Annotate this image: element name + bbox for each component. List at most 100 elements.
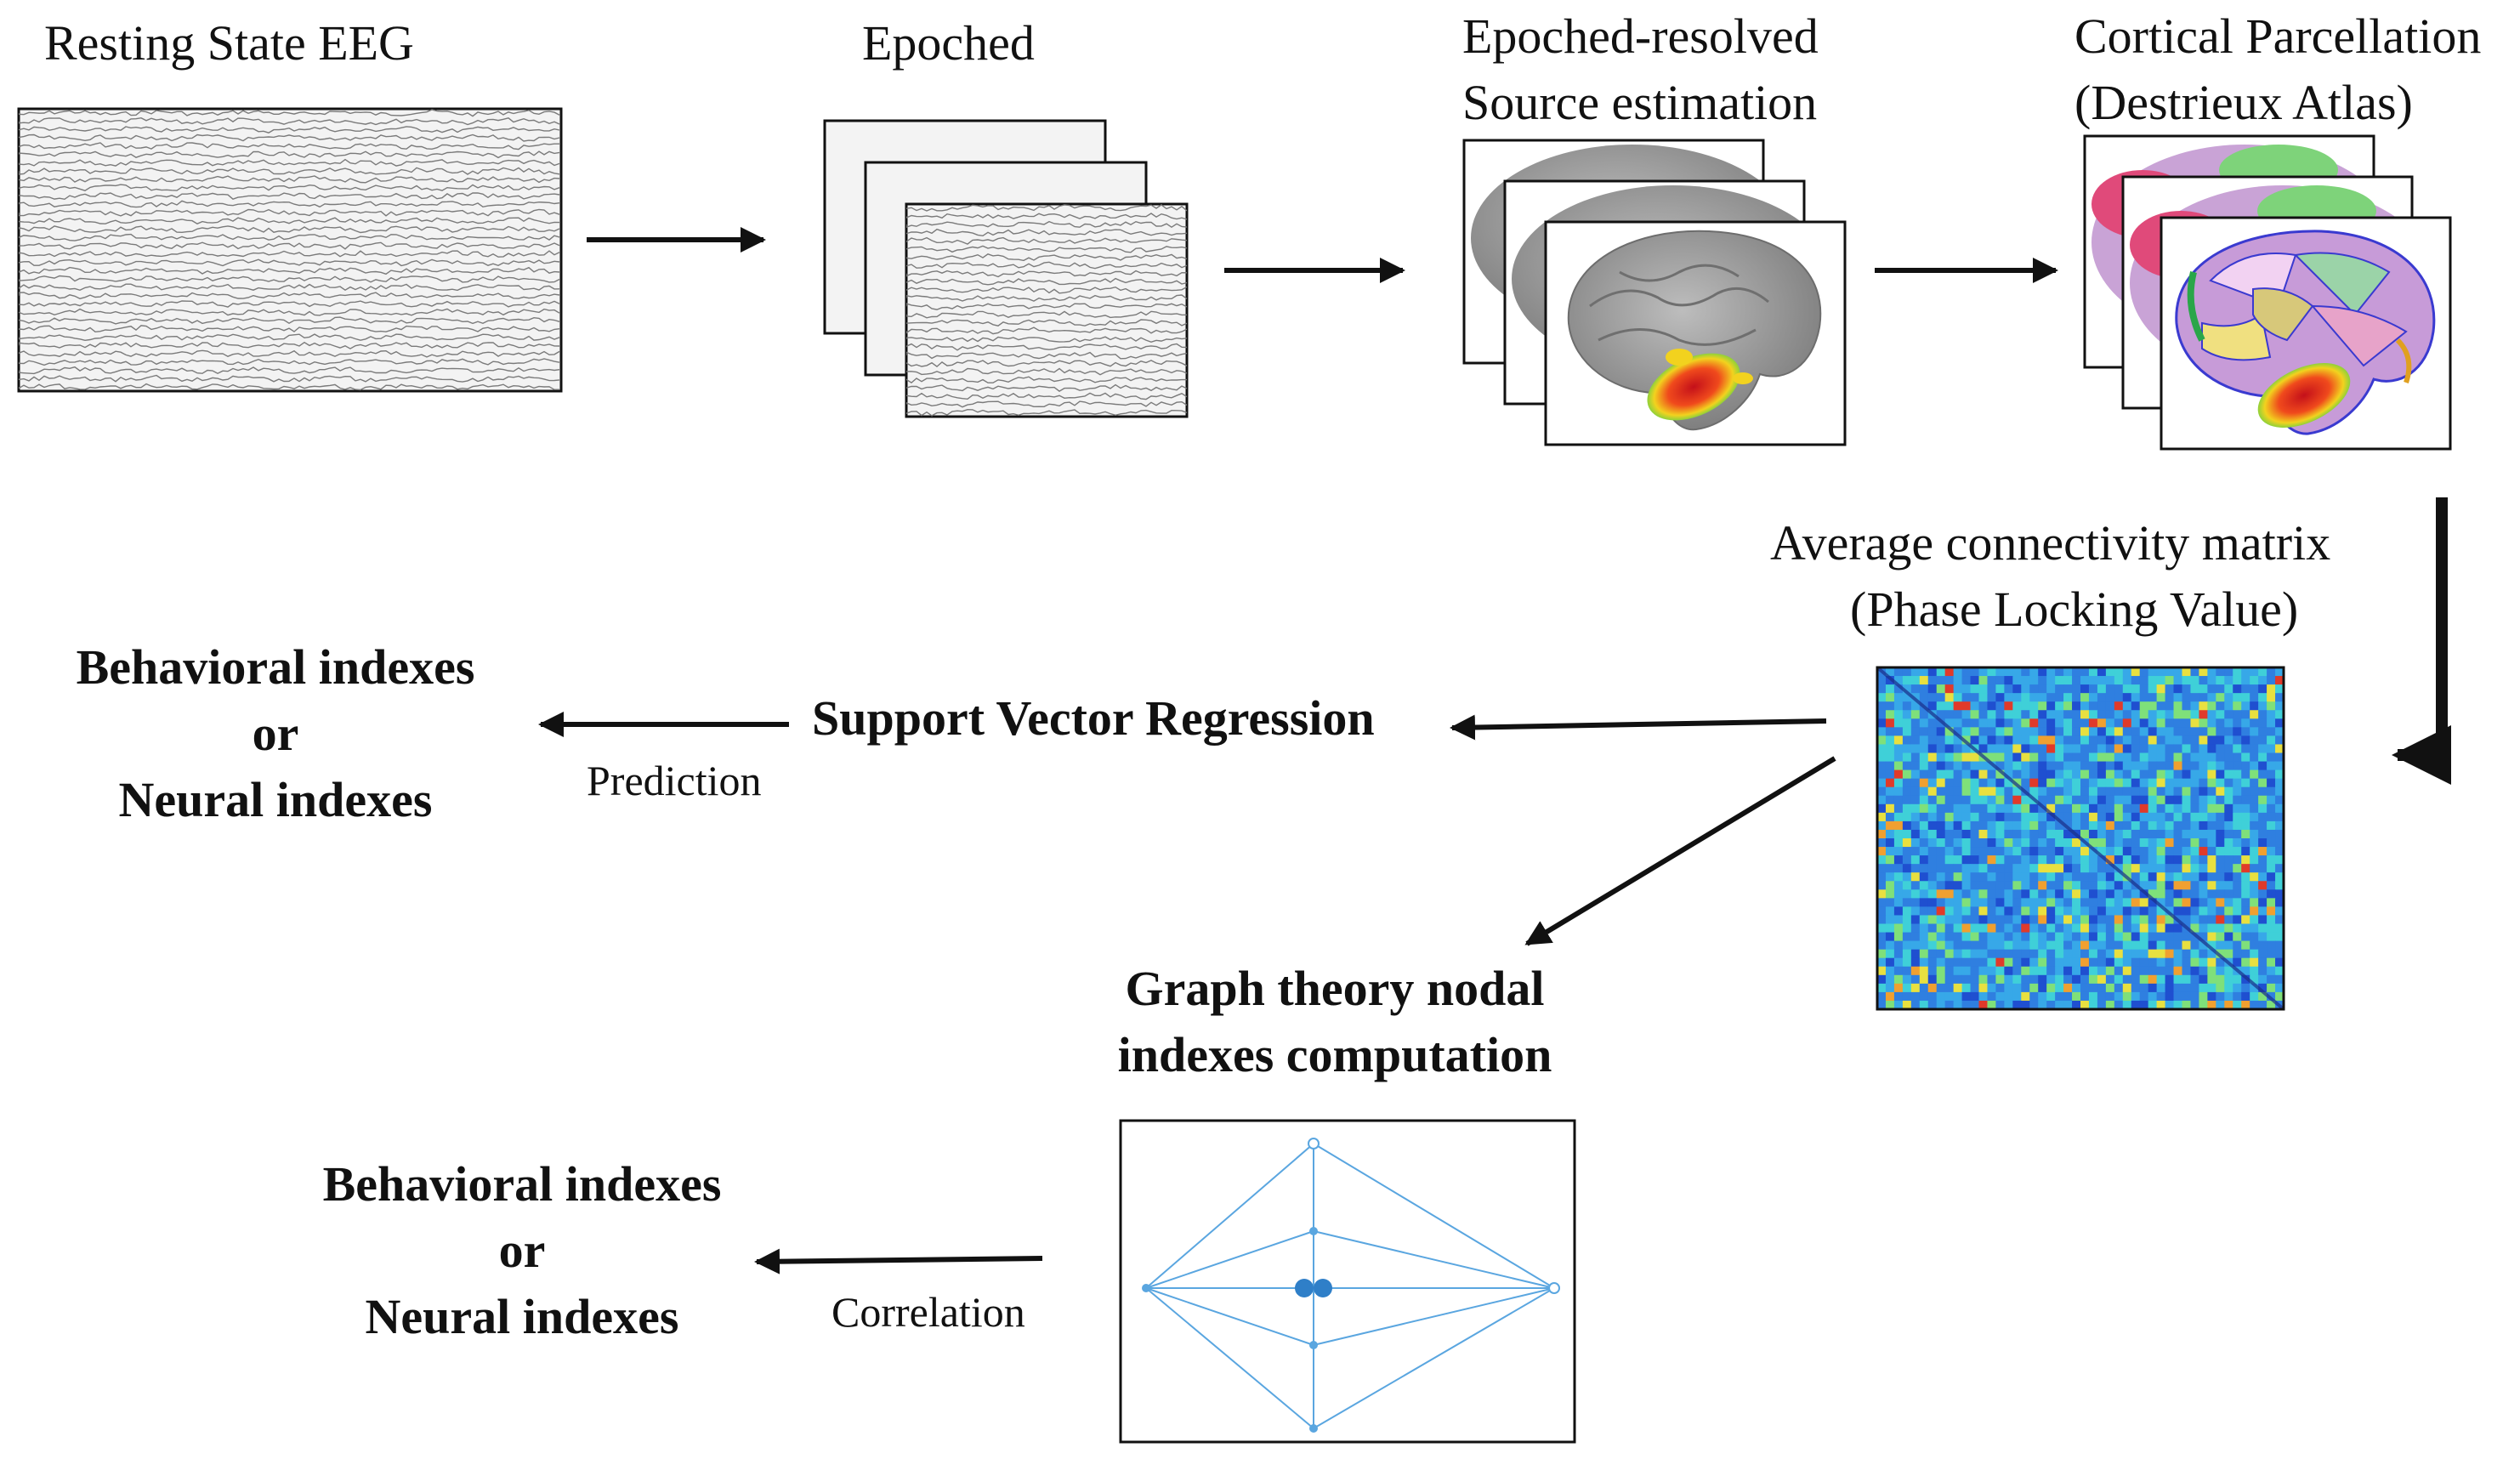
matrix-cell <box>1885 727 1895 736</box>
matrix-cell <box>2250 812 2259 822</box>
matrix-cell <box>2029 864 2039 873</box>
matrix-cell <box>1961 974 1972 985</box>
matrix-cell <box>1953 855 1963 865</box>
matrix-cell <box>2114 701 2124 711</box>
matrix-cell <box>2216 864 2225 873</box>
matrix-cell <box>2199 769 2208 780</box>
matrix-cell <box>2139 974 2149 985</box>
matrix-cell <box>2156 710 2166 719</box>
matrix-cell <box>2173 693 2182 702</box>
matrix-cell <box>2114 667 2124 677</box>
epoched-label: Epoched <box>862 15 1035 71</box>
matrix-cell <box>2029 932 2039 942</box>
matrix-cell <box>2088 761 2098 771</box>
matrix-cell <box>2021 983 2030 993</box>
matrix-cell <box>1919 727 1929 736</box>
matrix-cell <box>2122 932 2132 942</box>
matrix-cell <box>2207 820 2216 831</box>
matrix-cell <box>1936 923 1946 934</box>
matrix-cell <box>2165 710 2175 719</box>
matrix-cell <box>1936 761 1946 771</box>
matrix-cell <box>2165 701 2175 711</box>
matrix-cell <box>1978 838 1988 848</box>
matrix-cell <box>2190 684 2199 694</box>
matrix-cell <box>2258 872 2267 882</box>
matrix-cell <box>2012 864 2022 873</box>
matrix-cell <box>2139 676 2149 685</box>
matrix-cell <box>2224 769 2233 780</box>
matrix-cell <box>2080 769 2090 780</box>
matrix-cell <box>1936 991 1946 1002</box>
matrix-cell <box>1944 881 1955 890</box>
matrix-cell <box>2055 889 2064 899</box>
matrix-cell <box>2046 693 2056 702</box>
matrix-cell <box>1953 718 1963 728</box>
matrix-cell <box>2199 898 2208 907</box>
matrix-cell <box>2182 676 2191 685</box>
matrix-cell <box>2233 735 2242 745</box>
matrix-cell <box>2072 940 2081 951</box>
matrix-cell <box>1953 761 1963 771</box>
matrix-cell <box>2224 906 2233 916</box>
matrix-cell <box>2004 812 2013 822</box>
matrix-cell <box>2072 744 2081 753</box>
matrix-cell <box>2275 795 2284 805</box>
matrix-cell <box>2114 1000 2124 1010</box>
matrix-cell <box>2105 847 2115 856</box>
eeg-trace <box>19 358 560 366</box>
matrix-cell <box>2241 727 2250 736</box>
matrix-cell <box>2224 667 2233 677</box>
matrix-cell <box>2275 676 2284 685</box>
matrix-cell <box>2063 1000 2073 1010</box>
matrix-cell <box>1893 803 1904 814</box>
matrix-cell <box>2055 847 2064 856</box>
matrix-cell <box>1927 847 1938 856</box>
matrix-cell <box>2148 795 2158 805</box>
matrix-cell <box>1936 667 1946 677</box>
matrix-cell <box>1944 872 1955 882</box>
matrix-cell <box>2241 838 2250 848</box>
matrix-cell <box>2173 847 2182 856</box>
matrix-cell <box>2097 718 2107 728</box>
matrix-cell <box>2139 812 2149 822</box>
matrix-cell <box>1953 906 1963 916</box>
matrix-cell <box>2021 949 2030 959</box>
matrix-cell <box>1953 898 1963 907</box>
matrix-cell <box>2012 701 2022 711</box>
matrix-cell <box>2114 983 2124 993</box>
matrix-cell <box>1893 744 1904 753</box>
matrix-cell <box>2173 710 2182 719</box>
matrix-cell <box>2173 889 2182 899</box>
matrix-cell <box>2156 812 2166 822</box>
matrix-cell <box>2004 795 2013 805</box>
matrix-cell <box>2233 915 2242 924</box>
matrix-cell <box>1953 829 1963 839</box>
matrix-cell <box>1902 898 1912 907</box>
matrix-cell <box>1927 881 1938 890</box>
matrix-cell <box>2055 898 2064 907</box>
matrix-cell <box>2233 881 2242 890</box>
matrix-cell <box>2046 957 2056 968</box>
matrix-cell <box>1910 778 1921 788</box>
matrix-cell <box>2029 727 2039 736</box>
correlation-label: Correlation <box>831 1288 1025 1336</box>
matrix-cell <box>2250 667 2259 677</box>
matrix-cell <box>2063 872 2073 882</box>
matrix-cell <box>2080 803 2090 814</box>
matrix-cell <box>2190 966 2199 976</box>
matrix-cell <box>1910 829 1921 839</box>
matrix-cell <box>2131 812 2141 822</box>
matrix-cell <box>2190 752 2199 763</box>
matrix-cell <box>2250 710 2259 719</box>
matrix-cell <box>2173 820 2182 831</box>
matrix-cell <box>2224 889 2233 899</box>
epoched-stack <box>823 119 1189 418</box>
matrix-cell <box>2122 829 2132 839</box>
matrix-cell <box>1902 838 1912 848</box>
matrix-cell <box>2165 940 2175 951</box>
matrix-cell <box>1910 957 1921 968</box>
matrix-cell <box>1927 872 1938 882</box>
matrix-cell <box>2097 855 2107 865</box>
matrix-cell <box>2046 735 2056 745</box>
matrix-cell <box>2207 991 2216 1002</box>
